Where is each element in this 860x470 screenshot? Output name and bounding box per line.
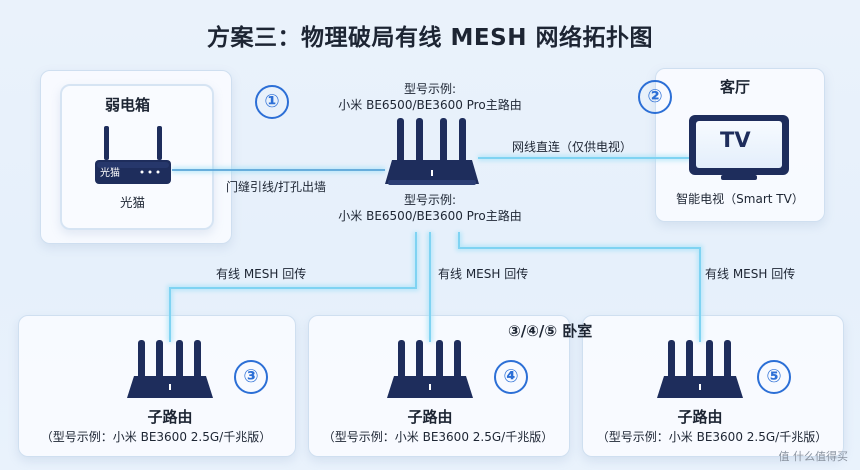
site-watermark: 值 什么值得买 bbox=[778, 450, 849, 463]
cable-mesh-3 bbox=[169, 232, 417, 342]
living-room-number-badge: ② bbox=[638, 80, 672, 114]
modem-label: 光猫 bbox=[120, 195, 146, 210]
mesh-link-label-3: 有线 MESH 回传 bbox=[216, 267, 307, 281]
tv-device bbox=[689, 115, 789, 180]
modem-badge: 光猫 bbox=[100, 168, 120, 179]
sub-router-3-number-badge: ③ bbox=[234, 360, 268, 394]
sub-router-4-model: （型号示例：小米 BE3600 2.5G/千兆版） bbox=[322, 430, 554, 444]
tv-screen-text: TV bbox=[720, 128, 751, 152]
tv-caption: 智能电视（Smart TV） bbox=[676, 192, 804, 206]
link-label-modem: 门缝引线/打孔出墙 bbox=[226, 180, 327, 194]
sub-router-5-device bbox=[657, 340, 743, 398]
mesh-link-label-4: 有线 MESH 回传 bbox=[438, 267, 529, 281]
sub-router-3-device bbox=[127, 340, 213, 398]
sub-router-4-title: 子路由 bbox=[407, 408, 453, 426]
link-label-tv: 网线直连（仅供电视） bbox=[512, 140, 633, 154]
sub-router-5-model: （型号示例：小米 BE3600 2.5G/千兆版） bbox=[596, 430, 828, 444]
sub-router-3-title: 子路由 bbox=[147, 408, 193, 426]
mesh-link-label-5: 有线 MESH 回传 bbox=[705, 267, 796, 281]
weak-box-title: 弱电箱 bbox=[105, 96, 151, 114]
main-router-model-top-line1: 型号示例: bbox=[403, 82, 457, 96]
main-router-device bbox=[385, 118, 479, 185]
living-room-title: 客厅 bbox=[720, 78, 751, 96]
modem-device bbox=[95, 126, 171, 184]
main-router-model-top-line2: 小米 BE6500/BE3600 Pro主路由 bbox=[338, 98, 522, 112]
page-title: 方案三：物理破局有线 MESH 网络拓扑图 bbox=[207, 25, 653, 51]
main-router-model-bottom-line1: 型号示例: bbox=[403, 193, 457, 207]
sub-router-5-title: 子路由 bbox=[677, 408, 723, 426]
sub-router-4-device bbox=[387, 340, 473, 398]
bedroom-label: ③/④/⑤ 卧室 bbox=[508, 322, 593, 340]
cable-mesh-5 bbox=[458, 232, 701, 342]
sub-router-3-model: （型号示例：小米 BE3600 2.5G/千兆版） bbox=[40, 430, 272, 444]
main-router-number-badge: ① bbox=[255, 85, 289, 119]
main-router-model-bottom-line2: 小米 BE6500/BE3600 Pro主路由 bbox=[338, 209, 522, 223]
sub-router-4-number-badge: ④ bbox=[494, 360, 528, 394]
weak-box-panel bbox=[60, 84, 214, 230]
sub-router-5-number-badge: ⑤ bbox=[757, 360, 791, 394]
